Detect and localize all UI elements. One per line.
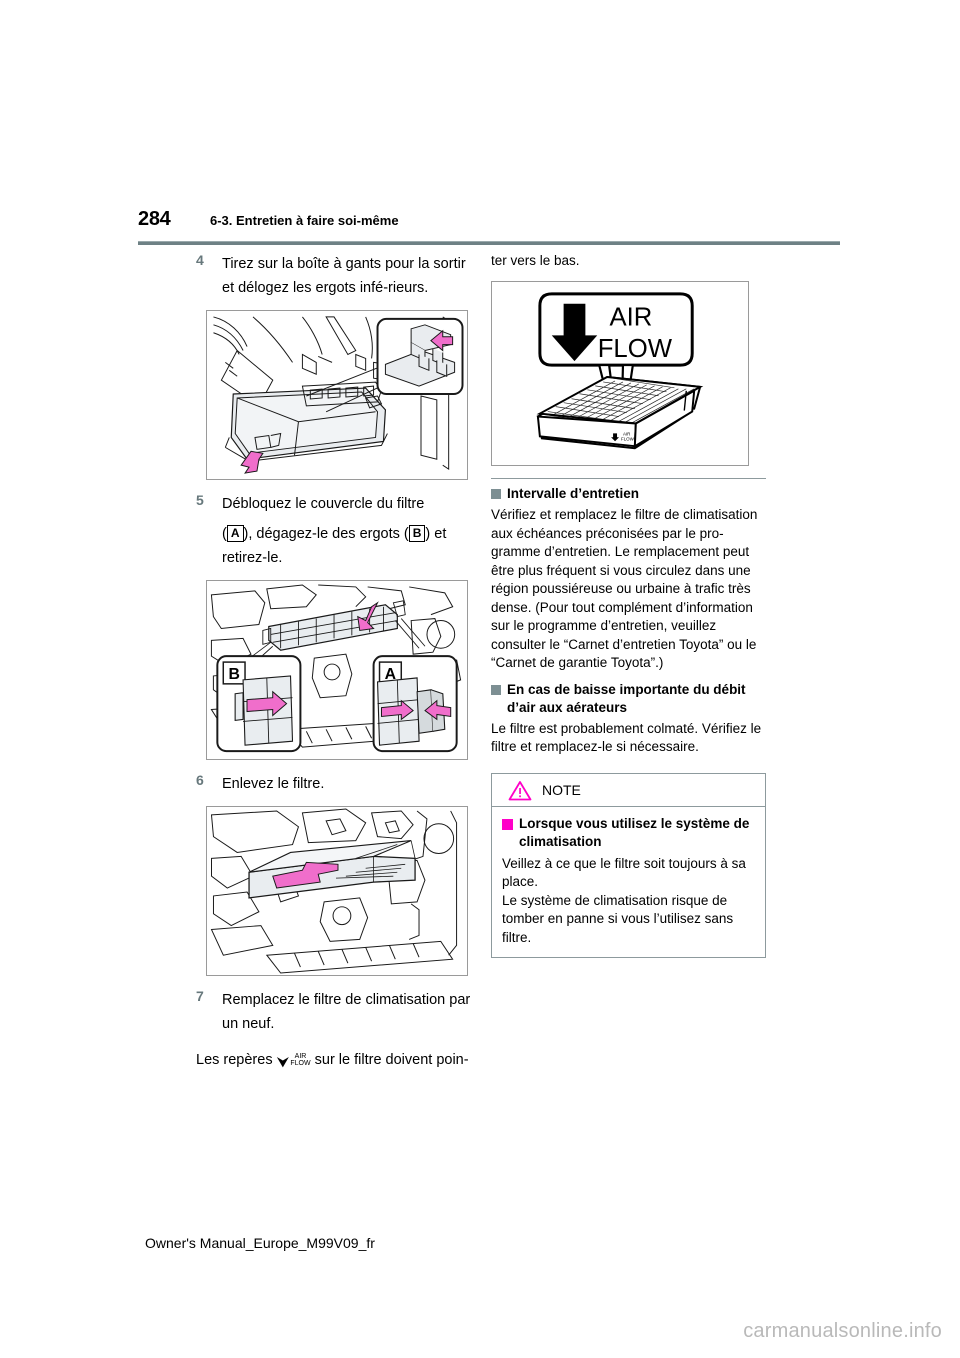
step-5: 5 Débloquez le couvercle du filtre (196, 492, 471, 516)
down-arrow-glyph: ⮟ (276, 1054, 290, 1071)
svg-text:AIR: AIR (623, 431, 630, 436)
step-7-text: Remplacez le filtre de climatisation par… (222, 992, 471, 1032)
section-title: 6-3. Entretien à faire soi-même (210, 213, 399, 228)
note-box-header: NOTE (492, 774, 765, 807)
step-4-number: 4 (196, 252, 204, 268)
magenta-square-bullet-icon (502, 818, 513, 830)
site-watermark: carmanualsonline.info (743, 1320, 942, 1342)
warning-triangle-icon (508, 780, 532, 800)
note-box: NOTE Lorsque vous utilisez le système de… (491, 772, 766, 958)
airflow-glyph-line-1: AIR (294, 1052, 307, 1060)
section-airflow-drop: En cas de baisse importante du débit d’a… (491, 681, 766, 757)
note-title: NOTE (542, 782, 581, 798)
page-header: 284 6-3. Entretien à faire soi-même (138, 208, 840, 238)
bubble-air-label: AIR (609, 303, 652, 331)
square-bullet-icon (491, 684, 501, 695)
airflow-note-before: Les repères (196, 1052, 273, 1068)
svg-text:FLOW: FLOW (621, 436, 635, 441)
section-airflow-drop-heading: En cas de baisse importante du débit d’a… (491, 681, 766, 717)
section-interval-heading-text: Intervalle d’entretien (507, 486, 640, 501)
note-subheading: Lorsque vous utilisez le système de clim… (502, 815, 755, 851)
figure-remove-filter (206, 806, 468, 976)
section-airflow-drop-heading-text: En cas de baisse importante du débit d’a… (507, 681, 746, 715)
manual-code-footer: Owner's Manual_Europe_M99V09_fr (145, 1235, 375, 1251)
figure-glove-box (206, 310, 468, 480)
step-5-text-part2: ), dégagez-le des ergots ( (243, 526, 409, 542)
svg-text:A: A (385, 666, 396, 683)
figure-filter-cover: B A (206, 580, 468, 760)
filter-edge-air-flow-mark: AIR FLOW (611, 431, 635, 441)
airflow-note-after: sur le filtre doivent poin- (314, 1052, 469, 1068)
marker-b-inline: B (408, 525, 426, 542)
right-column: ter vers le bas. AIR FLOW (491, 252, 766, 958)
continued-sentence: ter vers le bas. (491, 253, 580, 268)
note-subheading-text: Lorsque vous utilisez le système de clim… (519, 815, 750, 849)
step-7-number: 7 (196, 988, 204, 1004)
cabin-filter-illustration: AIR FLOW (536, 375, 704, 449)
step-6: 6 Enlevez le filtre. (196, 772, 471, 796)
bubble-flow-label: FLOW (598, 335, 673, 363)
marker-a-inline: A (226, 525, 244, 542)
step-5-text: Débloquez le couvercle du filtre (222, 496, 424, 512)
section-interval-heading: Intervalle d’entretien (491, 485, 766, 503)
step-4-text: Tirez sur la boîte à gants pour la sorti… (222, 256, 466, 296)
step-5-number: 5 (196, 492, 204, 508)
section-airflow-drop-body: Le filtre est probablement colmaté. Véri… (491, 720, 762, 755)
header-divider (138, 241, 840, 245)
step-5-text-continued: (A), dégagez-le des ergots (B) et retire… (222, 525, 447, 566)
step-6-text: Enlevez le filtre. (222, 776, 325, 792)
bubble-down-arrow-icon (551, 303, 598, 361)
svg-text:B: B (228, 666, 239, 683)
step-5-text-part1: Débloquez le couvercle du filtre (222, 496, 425, 512)
page-number: 284 (138, 208, 171, 230)
section-divider (491, 477, 766, 479)
step-7: 7 Remplacez le filtre de climatisation p… (196, 988, 471, 1036)
section-interval: Intervalle d’entretien Vérifiez et rempl… (491, 477, 766, 673)
note-body-text: Veillez à ce que le filtre soit toujours… (502, 855, 746, 945)
airflow-glyph-line-2: FLOW (290, 1060, 311, 1067)
step-6-number: 6 (196, 772, 204, 788)
note-box-body: Lorsque vous utilisez le système de clim… (492, 807, 765, 958)
step-4: 4 Tirez sur la boîte à gants pour la sor… (196, 252, 471, 300)
square-bullet-icon (491, 489, 501, 499)
section-interval-body: Vérifiez et remplacez le filtre de clima… (491, 507, 758, 670)
step-5-text-part3: ) et retirez-le. (222, 526, 447, 566)
left-column: 4 Tirez sur la boîte à gants pour la sor… (196, 252, 471, 1074)
figure-air-flow: AIR FLOW (491, 280, 749, 466)
